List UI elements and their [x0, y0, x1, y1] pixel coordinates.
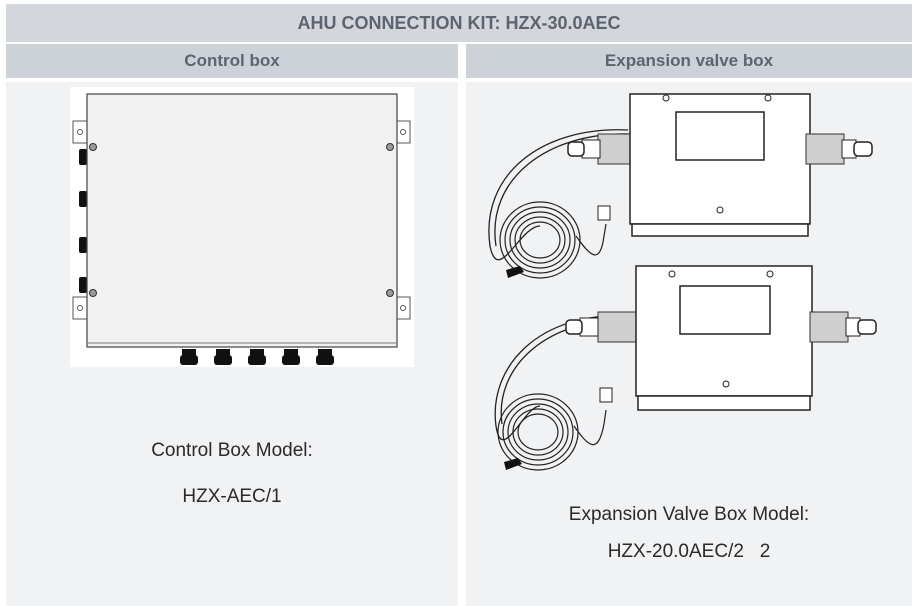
- kit-title: AHU CONNECTION KIT: HZX-30.0AEC: [6, 4, 912, 42]
- expansion-valve-box-model-label: Expansion Valve Box Model:: [568, 504, 810, 525]
- control-box-model-label: Control Box Model:: [151, 440, 313, 461]
- expansion-valve-box-header: Expansion valve box: [466, 44, 912, 78]
- control-box-model-value: HZX-AEC/1: [182, 486, 282, 507]
- expansion-valve-box-image: [480, 86, 900, 496]
- control-box-header: Control box: [6, 44, 458, 78]
- control-box-image: [70, 87, 414, 367]
- expansion-valve-box-model-value: HZX-20.0AEC/2 2: [607, 541, 771, 562]
